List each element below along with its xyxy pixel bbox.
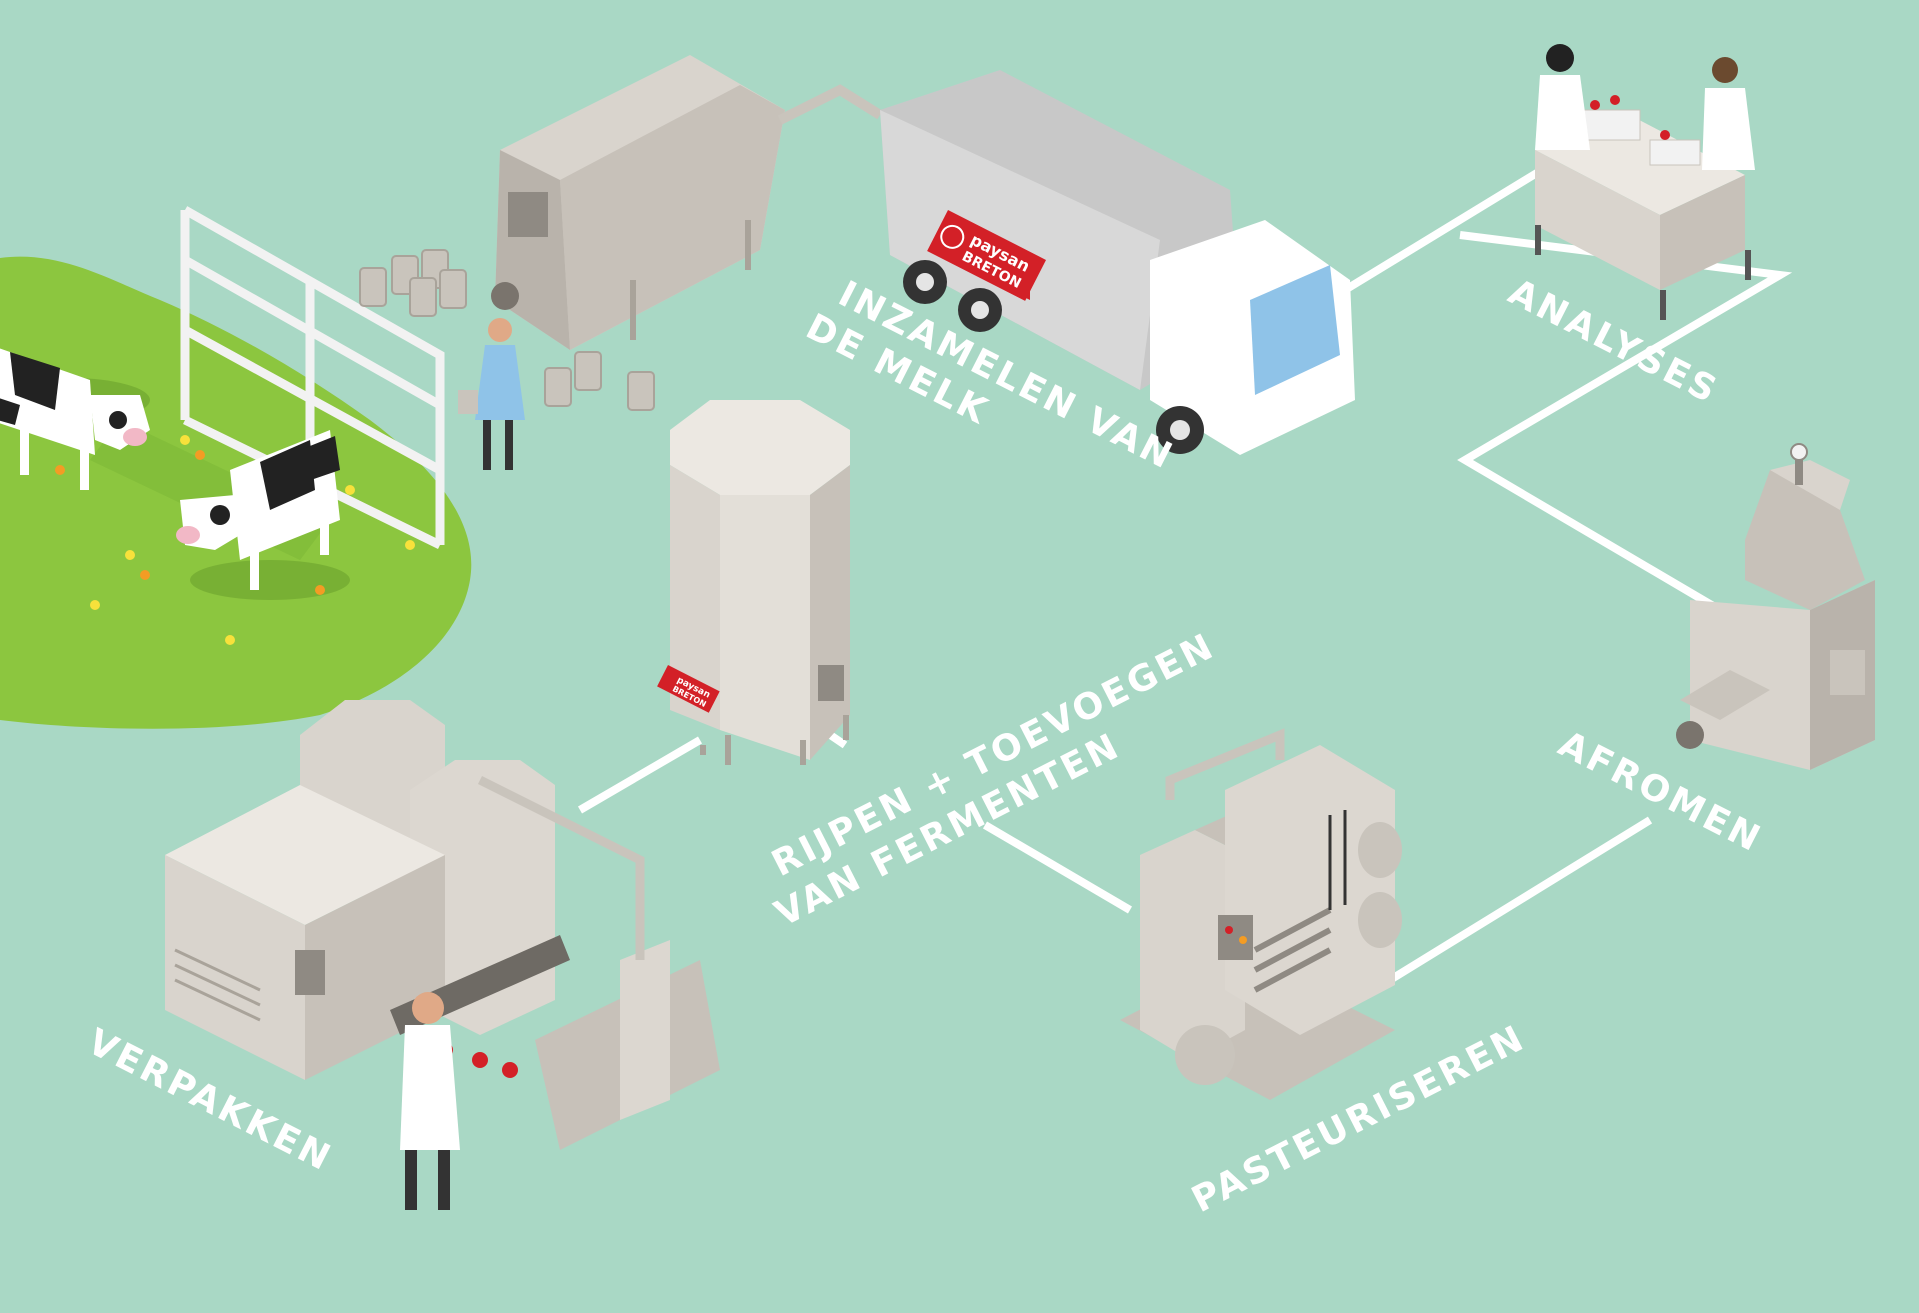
milk-cans: [359, 249, 655, 411]
pasteurizer: [1120, 728, 1402, 1100]
analysis-lab: [1535, 44, 1755, 320]
meadow-flowers: [55, 435, 415, 645]
skimmer-separator: [1676, 443, 1875, 770]
collection-tank: [491, 55, 883, 350]
farmer-figure: [458, 318, 525, 470]
cow-2: [176, 430, 350, 600]
cow-1: [0, 348, 150, 490]
brand-logo-truck: paysan BRETON: [927, 210, 1047, 301]
connector-skimmer-to-pasteurizer: [1387, 816, 1653, 984]
ripening-tank: [670, 400, 850, 765]
connector-truck-to-lab: [1342, 164, 1548, 294]
connector-pasteurizer-to-ripening: [982, 821, 1133, 914]
packing-line: [165, 700, 720, 1210]
